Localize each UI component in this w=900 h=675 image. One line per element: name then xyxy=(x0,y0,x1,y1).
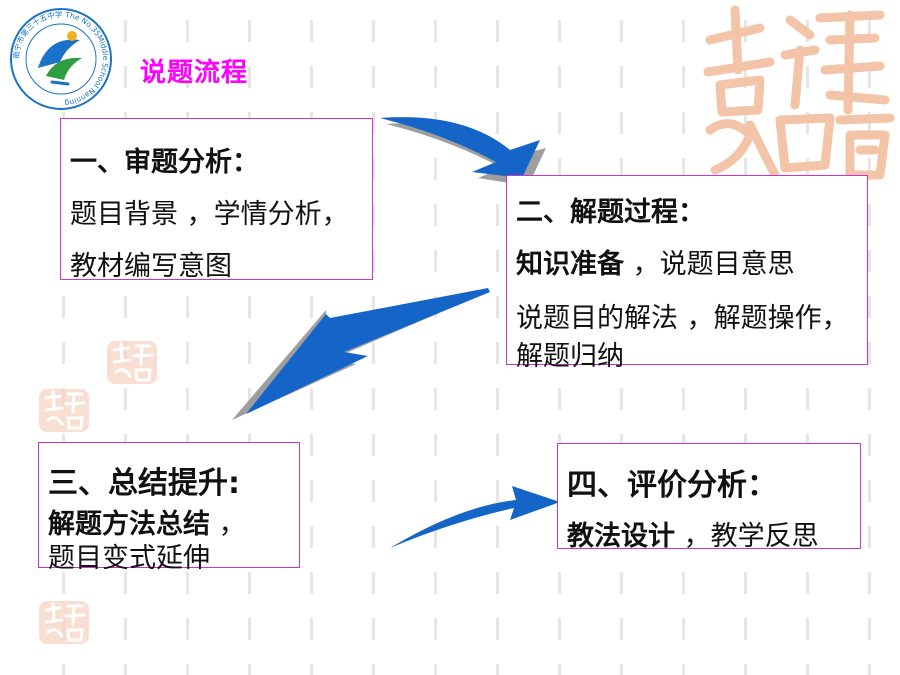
step1-text: 题目背景 ，学情分析， xyxy=(70,199,349,230)
step3-box xyxy=(38,442,300,568)
step3-bold-text: 解题方法总结 xyxy=(48,509,210,540)
step4-box xyxy=(557,443,861,549)
step4-line: 教法设计 ，教学反思 xyxy=(567,514,819,553)
step2-line: 说题目的解法 ，解题操作， xyxy=(516,296,849,335)
step1-line: 题目背景 ，学情分析， xyxy=(70,192,349,231)
slide-title: 说题流程 xyxy=(140,58,249,88)
step2-text: ，说题目意思 xyxy=(624,249,795,280)
step2-line: 知识准备 ，说题目意思 xyxy=(516,242,795,281)
seal-small-decoration xyxy=(107,341,157,384)
step3-line: 题目变式延伸 xyxy=(48,536,210,575)
step2-bold-text: 知识准备 xyxy=(516,249,624,280)
step1-heading: 一、审题分析： xyxy=(70,147,259,178)
arrow-step1-to-step2 xyxy=(380,117,546,186)
step2-line: 解题归纳 xyxy=(516,334,624,373)
step3-text: ， xyxy=(210,509,246,540)
step2-text: 解题归纳 xyxy=(516,341,624,372)
step2-text: 说题目的解法 ，解题操作， xyxy=(516,303,849,334)
school-logo: 南宁市第三十五中学 The No.35Middle School Nanning xyxy=(10,8,112,110)
seal-small-decoration xyxy=(39,389,89,432)
step2-heading: 二、解题过程： xyxy=(516,197,705,228)
step4-text: ，教学反思 xyxy=(675,521,819,552)
step4-bold-text: 教法设计 xyxy=(567,521,675,552)
step1-box xyxy=(60,118,373,280)
step4-heading: 四、评价分析： xyxy=(567,468,777,503)
step2-box xyxy=(506,175,868,365)
seal-small-decoration xyxy=(39,601,89,644)
arrow-step3-to-step4 xyxy=(390,486,560,548)
step3-line: 解题方法总结 ， xyxy=(48,502,246,541)
step1-line: 教材编写意图 xyxy=(70,244,232,283)
arrow-step2-to-step3 xyxy=(232,288,490,420)
step3-heading: 三、总结提升: xyxy=(48,466,240,501)
step3-text: 题目变式延伸 xyxy=(48,543,210,574)
step1-text: 教材编写意图 xyxy=(70,251,232,282)
seal-large-decoration xyxy=(703,5,895,180)
